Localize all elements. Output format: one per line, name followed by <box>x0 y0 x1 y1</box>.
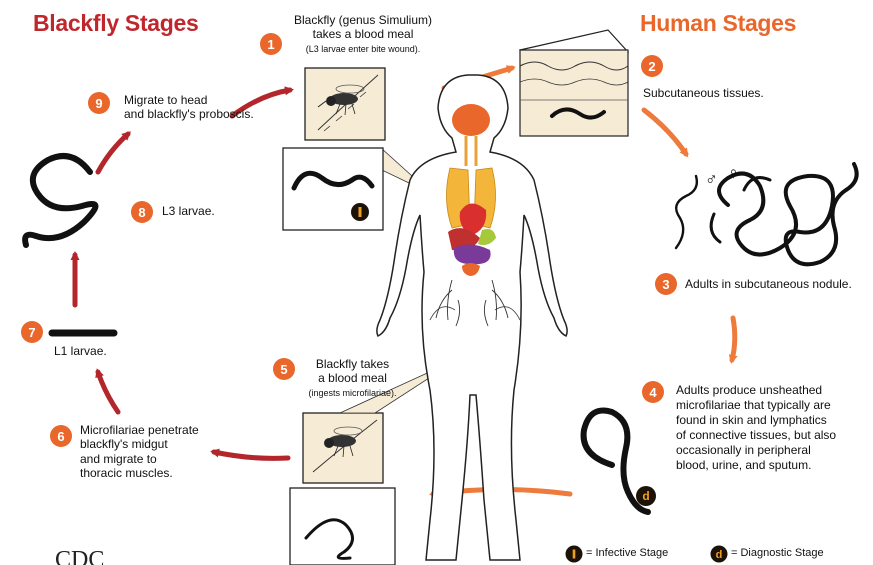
infective-stage-icon <box>351 203 369 221</box>
blackfly-inset-bottom <box>303 413 383 483</box>
step-1-text: Blackfly (genus Simulium) takes a blood … <box>288 13 438 42</box>
step-5-badge: 5 <box>273 358 295 380</box>
legend-diagnostic-icon: d <box>711 546 728 563</box>
blackfly-inset-top <box>305 68 385 140</box>
legend-diagnostic-label: = Diagnostic Stage <box>731 547 824 560</box>
step-1-badge: 1 <box>260 33 282 55</box>
step-3-badge: 3 <box>655 273 677 295</box>
l3-larva-big <box>25 156 95 245</box>
step-4-badge: 4 <box>642 381 664 403</box>
legend-infective-label: = Infective Stage <box>586 547 668 560</box>
svg-text:d: d <box>716 549 723 561</box>
arrow-2-to-3 <box>644 110 686 154</box>
blackfly-stages-title: Blackfly Stages <box>33 10 199 37</box>
step-5-text: Blackfly takes a blood meal <box>300 357 405 386</box>
step-4-text: Adults produce unsheathed microfilariae … <box>676 383 871 473</box>
human-body <box>377 75 567 560</box>
arrow-3-to-4 <box>732 318 735 360</box>
male-symbol: ♂ <box>705 170 718 190</box>
skin-tissue-block <box>520 30 628 136</box>
diagnostic-stage-icon: d <box>636 486 656 506</box>
svg-text:d: d <box>642 489 649 503</box>
step-5-note: (ingests microfilariae). <box>290 388 415 399</box>
human-stages-title: Human Stages <box>640 10 796 37</box>
step-3-text: Adults in subcutaneous nodule. <box>685 277 852 291</box>
adult-worms <box>676 164 857 264</box>
step-2-text: Subcutaneous tissues. <box>643 86 764 100</box>
female-symbol: ♀ <box>727 164 740 184</box>
step-9-text: Migrate to head and blackfly's proboscis… <box>124 93 294 122</box>
step-8-badge: 8 <box>131 201 153 223</box>
step-6-badge: 6 <box>50 425 72 447</box>
l3-larva-inset <box>283 148 383 230</box>
legend-infective-icon <box>566 546 583 563</box>
step-2-badge: 2 <box>641 55 663 77</box>
step-6-text: Microfilariae penetrate blackfly's midgu… <box>80 423 240 481</box>
step-7-text: L1 larvae. <box>54 344 107 358</box>
arrow-6-to-7 <box>98 372 118 412</box>
microfilaria-inset <box>290 488 395 565</box>
step-1-note: (L3 larvae enter bite wound). <box>288 44 438 55</box>
arrow-8-to-9 <box>98 134 128 172</box>
step-8-text: L3 larvae. <box>162 204 215 218</box>
cdc-watermark: CDC <box>55 546 104 565</box>
step-9-badge: 9 <box>88 92 110 114</box>
step-7-badge: 7 <box>21 321 43 343</box>
